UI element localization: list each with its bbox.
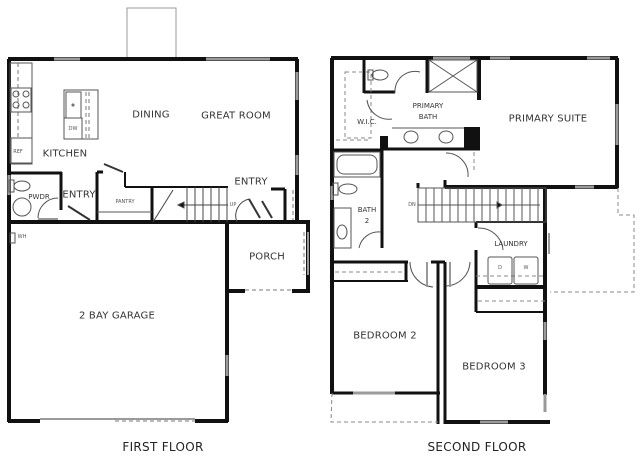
room-label-primary-suite: PRIMARY SUITE <box>508 113 588 125</box>
stair-up-label: UP <box>229 202 237 209</box>
room-label-powder: PWDR <box>28 192 50 201</box>
room-label-entry-front: ENTRY <box>234 176 268 188</box>
room-label-porch: PORCH <box>249 251 285 263</box>
second-floor-windows <box>330 56 619 424</box>
room-label-bath2-line2: 2 <box>364 216 370 225</box>
first-floor-dashed <box>17 63 305 422</box>
room-label-kitchen: KITCHEN <box>42 148 88 160</box>
kitchen-fixtures <box>8 62 152 244</box>
room-label-dining: DINING <box>132 109 170 121</box>
room-label-laundry: LAUNDRY <box>494 239 528 248</box>
fixture-label-refrigerator: REF <box>13 149 23 156</box>
room-label-primary-bath-line2: BATH <box>418 112 438 121</box>
fixture-label-dishwasher: DW <box>68 126 78 133</box>
stair-down-label: DN <box>408 202 416 209</box>
second-floor-dashed <box>330 71 635 423</box>
room-label-primary-bath-line1: PRIMARY <box>412 101 444 110</box>
room-label-bedroom-2: BEDROOM 2 <box>353 330 417 342</box>
first-floor-title: FIRST FLOOR <box>122 440 204 455</box>
room-label-pantry: PANTRY <box>115 199 135 206</box>
fixture-label-water-heater: WH <box>17 234 27 241</box>
room-label-bedroom-3: BEDROOM 3 <box>462 361 526 373</box>
second-floor-title: SECOND FLOOR <box>427 440 527 455</box>
first-floor-walls <box>7 7 310 423</box>
room-label-great-room: GREAT ROOM <box>201 110 271 122</box>
fixture-label-washer: W <box>523 265 529 272</box>
fixture-label-dryer: D <box>498 265 502 272</box>
room-label-entry-side: ENTRY <box>62 189 96 201</box>
room-label-garage: 2 BAY GARAGE <box>78 310 156 322</box>
room-label-walk-in-closet: W.I.C. <box>357 117 377 126</box>
room-label-bath2-line1: BATH <box>357 205 377 214</box>
second-floor-fixtures <box>332 59 547 288</box>
first-floor-stairs <box>152 187 273 223</box>
